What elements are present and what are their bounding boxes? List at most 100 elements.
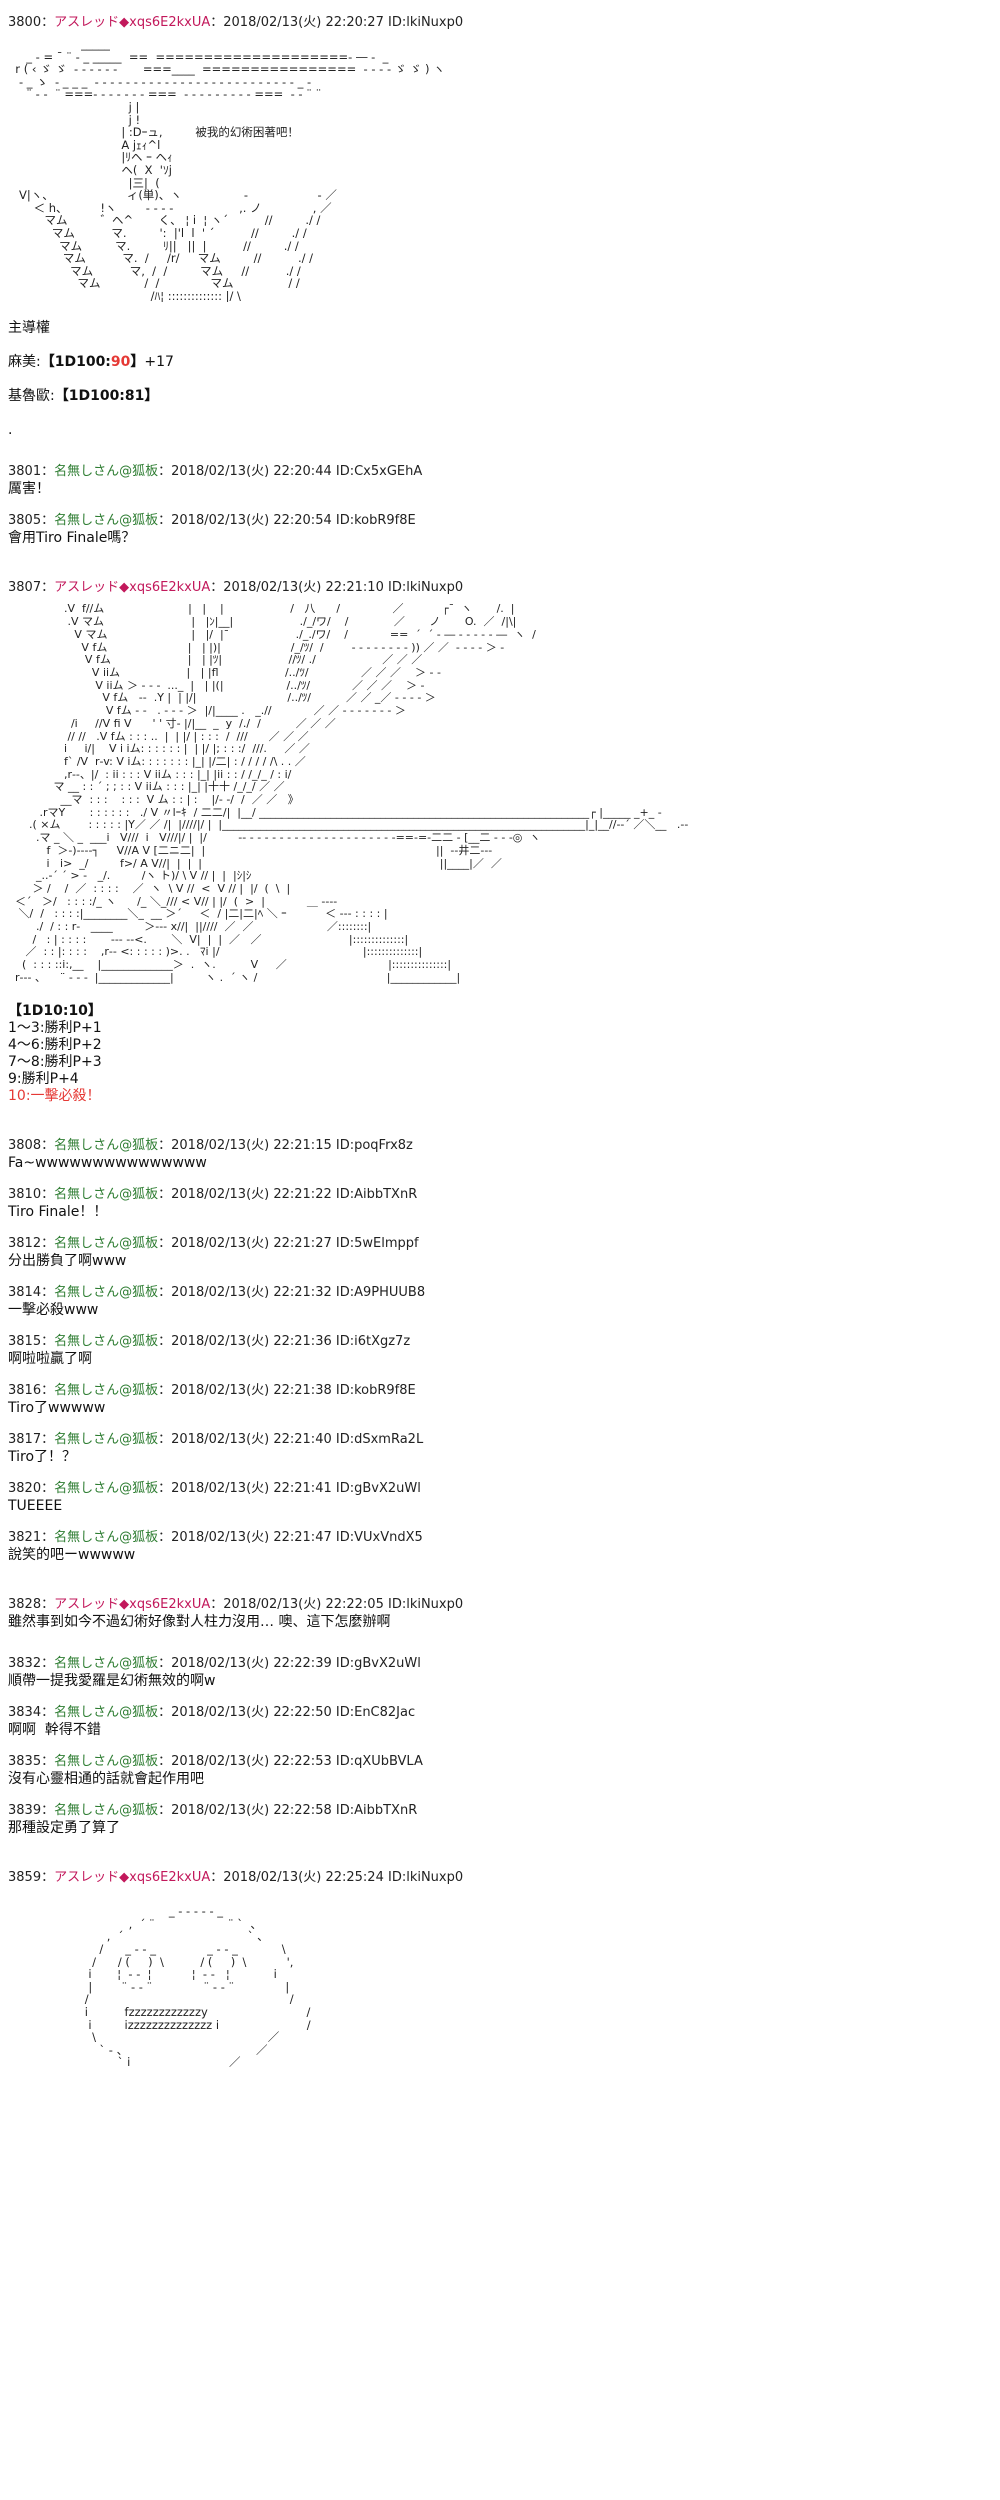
tripcode: ◆xqs6E2kxUA [119,1596,211,1612]
poster-name: アスレッド [54,1869,120,1885]
poster-id[interactable]: ID:kobR9f8E [335,1382,416,1398]
post-line: Tiro Finale！！ [8,1203,108,1220]
separator: ： [41,1753,55,1769]
post-number[interactable]: 3810 [8,1186,42,1202]
poster-name: 名無しさん@狐板 [54,1753,159,1769]
post-number[interactable]: 3800 [8,15,42,30]
post-gap [8,1837,992,1869]
post-gap [8,439,992,463]
post-date: 2018/02/13(火) 22:21:32 [171,1284,332,1300]
poster-id[interactable]: ID:gBvX2uWl [335,1655,421,1671]
post-header: 3859：アスレッド◆xqs6E2kxUA：2018/02/13(火) 22:2… [8,1869,992,1887]
post-number[interactable]: 3821 [8,1529,42,1545]
post-number[interactable]: 3828 [8,1596,42,1612]
post-date: 2018/02/13(火) 22:22:39 [171,1655,332,1671]
post-header: 3828：アスレッド◆xqs6E2kxUA：2018/02/13(火) 22:2… [8,1596,992,1614]
post-gap [8,1515,992,1529]
poster-id[interactable]: ID:gBvX2uWl [335,1480,421,1496]
separator: ： [210,580,224,596]
post: 3808：名無しさん@狐板：2018/02/13(火) 22:21:15 ID:… [8,1137,992,1172]
separator: ： [41,1186,55,1202]
post-date: 2018/02/13(火) 22:21:15 [171,1137,332,1153]
post-header: 3810：名無しさん@狐板：2018/02/13(火) 22:21:22 ID:… [8,1186,992,1204]
poster-id[interactable]: ID:i6tXgz7z [335,1333,411,1349]
post-body: 說笑的吧ーwwwww [8,1547,992,1564]
post: 3816：名無しさん@狐板：2018/02/13(火) 22:21:38 ID:… [8,1382,992,1417]
separator: ： [41,464,55,480]
post-number[interactable]: 3820 [8,1480,42,1496]
post-number[interactable]: 3808 [8,1137,42,1153]
post-number[interactable]: 3835 [8,1753,42,1769]
post-number[interactable]: 3805 [8,513,42,529]
poster-id[interactable]: ID:AibbTXnR [335,1802,418,1818]
post-line: 分出勝負了啊www [8,1252,127,1269]
post-date: 2018/02/13(火) 22:20:54 [171,513,332,529]
post-line: 啊啊 幹得不錯 [8,1721,101,1738]
post-number[interactable]: 3801 [8,464,42,480]
post-header: 3832：名無しさん@狐板：2018/02/13(火) 22:22:39 ID:… [8,1655,992,1673]
post-number[interactable]: 3814 [8,1284,42,1300]
post-header: 3835：名無しさん@狐板：2018/02/13(火) 22:22:53 ID:… [8,1753,992,1771]
poster-id[interactable]: ID:lkiNuxp0 [387,15,464,30]
post-number[interactable]: 3816 [8,1382,42,1398]
post-line: 雖然事到如今不過幻術好像對人柱力沒用… 噢、這下怎麼辦啊 [8,1613,391,1630]
separator: ： [41,1333,55,1349]
separator: ： [158,464,172,480]
poster-name: アスレッド [54,1596,120,1612]
post-number[interactable]: 3815 [8,1333,42,1349]
poster-name: 名無しさん@狐板 [54,1284,159,1300]
poster-id[interactable]: ID:dSxmRa2L [335,1431,424,1447]
poster-id[interactable]: ID:VUxVndX5 [335,1529,423,1545]
separator: ： [158,1480,172,1496]
post-number[interactable]: 3834 [8,1704,42,1720]
poster-id[interactable]: ID:5wElmppf [335,1235,419,1251]
post-date: 2018/02/13(火) 22:22:50 [171,1704,332,1720]
separator: ： [210,15,224,30]
tripcode: ◆xqs6E2kxUA [119,580,211,596]
poster-id[interactable]: ID:kobR9f8E [335,513,416,529]
post-number[interactable]: 3859 [8,1869,42,1885]
post: 3839：名無しさん@狐板：2018/02/13(火) 22:22:58 ID:… [8,1802,992,1837]
post-line: 說笑的吧ーwwwww [8,1546,136,1563]
poster-id[interactable]: ID:EnC82Jac [335,1704,416,1720]
post-number[interactable]: 3839 [8,1802,42,1818]
post-date: 2018/02/13(火) 22:21:36 [171,1333,332,1349]
post-header: 3820：名無しさん@狐板：2018/02/13(火) 22:21:41 ID:… [8,1480,992,1498]
post-date: 2018/02/13(火) 22:20:44 [171,464,332,480]
post-header: 3800：アスレッド◆xqs6E2kxUA：2018/02/13(火) 22:2… [8,14,992,32]
post-body: 厲害！ [8,481,992,498]
post-number[interactable]: 3817 [8,1431,42,1447]
post-body: 沒有心靈相通的話就會起作用吧 [8,1771,992,1788]
post-line: 4～6:勝利P+2 [8,1036,102,1053]
poster-id[interactable]: ID:poqFrx8z [335,1137,413,1153]
post-number[interactable]: 3832 [8,1655,42,1671]
post-line: TUEEEE [8,1497,63,1514]
poster-id[interactable]: ID:qXUbBVLA [335,1753,423,1769]
post: 3817：名無しさん@狐板：2018/02/13(火) 22:21:40 ID:… [8,1431,992,1466]
post-header: 3817：名無しさん@狐板：2018/02/13(火) 22:21:40 ID:… [8,1431,992,1449]
ascii-art: _____ _ ‐ = ¯ ¨ ‐ _ _____ == ===========… [15,38,445,303]
post-gap [8,306,992,320]
post: 3821：名無しさん@狐板：2018/02/13(火) 22:21:47 ID:… [8,1529,992,1564]
post-number[interactable]: 3807 [8,580,42,596]
separator: ： [41,1284,55,1300]
separator: ： [41,1704,55,1720]
post-date: 2018/02/13(火) 22:22:58 [171,1802,332,1818]
poster-id[interactable]: ID:AibbTXnR [335,1186,418,1202]
poster-id[interactable]: ID:lkiNuxp0 [387,1869,464,1885]
post: 3835：名無しさん@狐板：2018/02/13(火) 22:22:53 ID:… [8,1753,992,1788]
poster-name: 名無しさん@狐板 [54,1186,159,1202]
post-line: 沒有心靈相通的話就會起作用吧 [8,1770,204,1787]
post-line: 那種設定勇了算了 [8,1819,120,1836]
separator: ： [158,1186,172,1202]
separator: ： [158,513,172,529]
post: 3814：名無しさん@狐板：2018/02/13(火) 22:21:32 ID:… [8,1284,992,1319]
poster-id[interactable]: ID:lkiNuxp0 [387,580,464,596]
post-gap [8,1221,992,1235]
post-number[interactable]: 3812 [8,1235,42,1251]
poster-id[interactable]: ID:A9PHUUB8 [335,1284,426,1300]
poster-id[interactable]: ID:lkiNuxp0 [387,1596,464,1612]
poster-id[interactable]: ID:Cx5xGEhA [335,464,423,480]
